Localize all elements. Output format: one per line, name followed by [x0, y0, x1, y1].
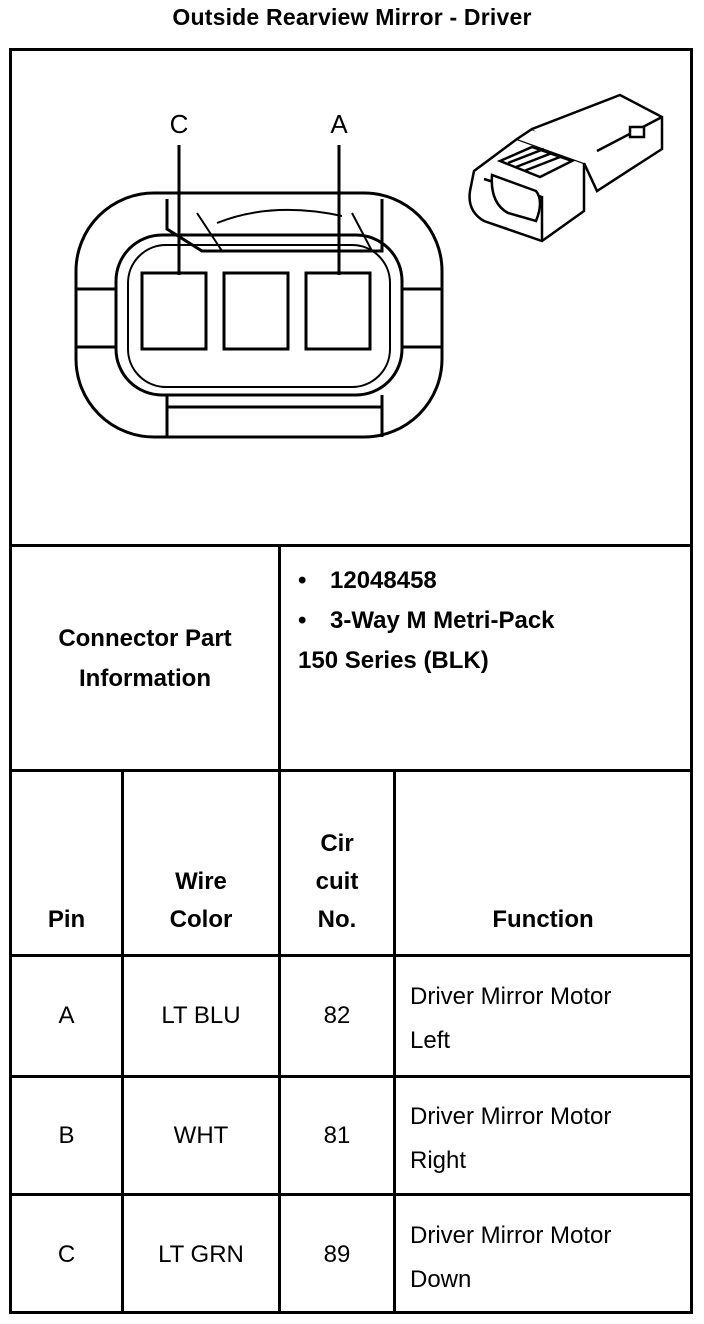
housing-inner [114, 233, 404, 397]
header-circuit-line3: No. [317, 906, 357, 933]
connector-part-label-line2: Information [79, 665, 211, 692]
pin-cavity-a [304, 271, 372, 351]
row-a-color: LT BLU [161, 1002, 241, 1029]
header-wire-color-line2: Color [169, 906, 233, 933]
row-c-circuit: 89 [323, 1241, 351, 1268]
housing-outer [74, 191, 444, 439]
row-a-function-line2: Left [410, 1027, 451, 1054]
header-pin-text: Pin [47, 906, 86, 933]
row-a-function-line1: Driver Mirror Motor [410, 983, 612, 1010]
row-a-pin: A [58, 1002, 75, 1029]
connector-3d-icon [468, 93, 664, 243]
row-c-function-line2: Down [410, 1266, 472, 1293]
row-c-color: LT GRN [158, 1241, 244, 1268]
page-title: Outside Rearview Mirror - Driver [172, 4, 532, 30]
row-c-function: Driver Mirror Motor Down [410, 1214, 690, 1302]
row-b-function-line2: Right [410, 1147, 467, 1174]
header-function-text: Function [492, 906, 594, 933]
pin-label-c: C [170, 109, 189, 139]
row-b-function: Driver Mirror Motor Right [410, 1095, 690, 1183]
part-number: 12048458 [330, 567, 437, 594]
header-circuit-line1: Cir [320, 830, 354, 857]
header-circuit: Cir cuit No. [281, 825, 393, 939]
connector-face-drawing: C A [74, 93, 664, 439]
pin-cavity-b [222, 271, 290, 351]
row-b-pin: B [58, 1122, 75, 1149]
connector-table: C A Connector Part [9, 48, 693, 1314]
row-c-pin: C [57, 1241, 76, 1268]
pin-cavity-c [140, 271, 208, 351]
connector-part-label: Connector Part Information [12, 619, 278, 699]
bullet-icon: • [298, 567, 307, 594]
connector-diagram: C A [12, 51, 690, 545]
pin-label-a: A [330, 109, 348, 139]
header-circuit-line2: cuit [315, 868, 359, 895]
part-series: 150 Series (BLK) [298, 647, 489, 674]
bullet-icon: • [298, 607, 307, 634]
connector-part-label-line1: Connector Part [58, 625, 232, 652]
header-pin: Pin [12, 901, 121, 939]
row-b-color: WHT [173, 1122, 229, 1149]
latch [165, 199, 384, 253]
part-bullet-2: • 3-Way M Metri-Pack [290, 601, 680, 641]
row-a-circuit: 82 [323, 1002, 351, 1029]
header-wire-color: Wire Color [124, 863, 278, 939]
housing-inner-2 [127, 244, 391, 388]
header-wire-color-line1: Wire [175, 868, 227, 895]
row-c-function-line1: Driver Mirror Motor [410, 1222, 612, 1249]
row-a-function: Driver Mirror Motor Left [410, 975, 690, 1063]
row-b-function-line1: Driver Mirror Motor [410, 1103, 612, 1130]
connector-part-details: • 12048458 • 3-Way M Metri-Pack 150 Seri… [290, 561, 680, 681]
header-function: Function [396, 901, 690, 939]
row-b-circuit: 81 [323, 1122, 351, 1149]
part-type: 3-Way M Metri-Pack [330, 607, 555, 634]
part-bullet-1: • 12048458 [290, 561, 680, 601]
